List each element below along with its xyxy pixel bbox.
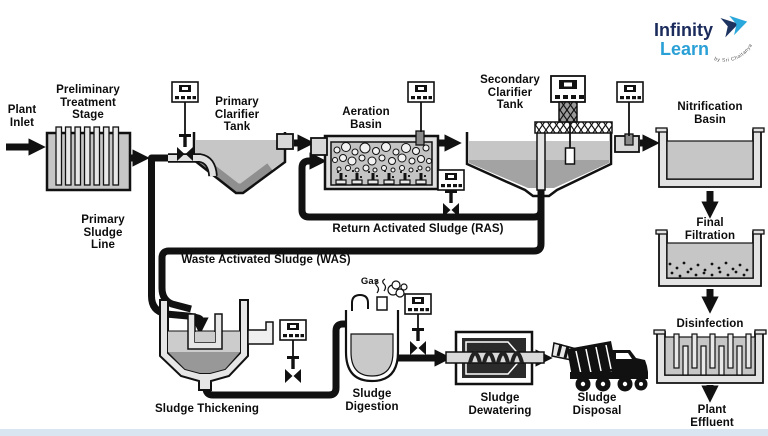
valve-digestion <box>410 328 426 355</box>
flow-pipes <box>6 134 719 403</box>
screw-shaft <box>445 351 545 364</box>
logo-brand-top: Infinity <box>654 20 713 40</box>
svg-text:by Sri Chaitanya: by Sri Chaitanya <box>713 43 754 64</box>
mixed-liquor-specks <box>337 170 426 178</box>
aeration-inlet-box <box>310 137 328 156</box>
final-filtration-tank <box>655 229 765 287</box>
valve-ras <box>443 190 459 217</box>
was-pipe <box>158 200 545 313</box>
label-disinfection: Disinfection <box>676 318 744 330</box>
disinfection-tank <box>653 329 767 384</box>
controller-aeration <box>407 81 435 103</box>
inlet-hook <box>351 293 369 311</box>
sludge-thickening-tank <box>159 299 274 391</box>
aeration-bubbles <box>332 142 432 173</box>
label-sludge-disposal: Sludge Disposal <box>572 392 622 417</box>
instrumentation <box>171 81 644 383</box>
label-plant-inlet: Plant Inlet <box>7 104 37 129</box>
label-preliminary-treatment: Preliminary Treatment Stage <box>56 84 120 122</box>
label-gas: Gas <box>360 276 380 287</box>
primary-clarifier-tank <box>168 132 294 195</box>
clarifier-bridge <box>534 121 613 134</box>
overflow-launder <box>247 321 274 345</box>
dump-truck <box>567 341 648 392</box>
clarifier-center-column <box>536 127 546 191</box>
aeration-basin-tank <box>310 130 440 191</box>
label-primary-sludge-line: Primary Sludge Line <box>81 214 125 252</box>
label-sludge-thickening: Sludge Thickening <box>155 403 259 415</box>
label-secondary-clarifier: Secondary Clarifier Tank <box>480 74 540 112</box>
screw-flights <box>468 351 524 364</box>
controller-ras <box>437 169 465 191</box>
sludge-digestion-tank <box>344 278 408 383</box>
ras-pipe <box>298 152 545 221</box>
logo-chevron-icon <box>720 15 748 38</box>
preliminary-treatment-tank <box>45 126 132 192</box>
label-plant-effluent: Plant Effluent <box>690 404 734 429</box>
thickening-to-digestion-pipe <box>202 315 364 399</box>
filter-media-dots <box>668 261 749 278</box>
logo-brand-bottom: Learn <box>660 39 709 59</box>
sludge-dewatering-press <box>445 330 545 386</box>
controller-digestion <box>404 293 432 315</box>
label-sludge-digestion: Sludge Digestion <box>345 388 399 413</box>
controller-thickening <box>279 319 307 341</box>
secondary-clarifier-tank <box>465 75 640 198</box>
gas-vent <box>376 296 388 311</box>
controller-clarifier-effluent <box>616 81 644 103</box>
label-final-filtration: Final Filtration <box>684 217 736 242</box>
label-sludge-dewatering: Sludge Dewatering <box>468 392 532 417</box>
footer-strip <box>0 429 768 436</box>
label-ras-line: Return Activated Sludge (RAS) <box>332 223 504 235</box>
label-nitrification-basin: Nitrification Basin <box>677 101 743 126</box>
primary-sludge-pipe <box>148 154 209 335</box>
label-primary-clarifier: Primary Clarifier Tank <box>214 96 260 134</box>
label-aeration-basin: Aeration Basin <box>342 106 390 131</box>
serpentine-baffles <box>673 333 752 376</box>
drive-motor <box>558 101 578 123</box>
clarifier-drive-controller <box>550 75 586 165</box>
gas-cloud <box>375 278 408 298</box>
controller-primary-feed <box>171 81 199 103</box>
infinity-learn-logo: Infinity Learn by Sri Chaitanya <box>654 15 754 64</box>
air-diffusers <box>335 173 427 185</box>
sludge-level-probe <box>564 147 576 165</box>
do-probe <box>415 130 425 146</box>
label-was-line: Waste Activated Sludge (WAS) <box>181 254 351 266</box>
logo-tagline: by Sri Chaitanya <box>713 43 753 64</box>
nitrification-basin-tank <box>655 127 765 188</box>
valve-thickening <box>285 356 301 383</box>
